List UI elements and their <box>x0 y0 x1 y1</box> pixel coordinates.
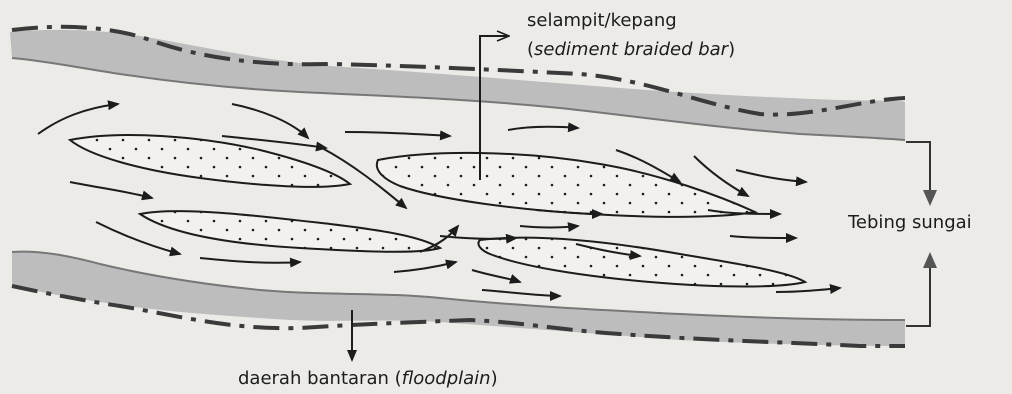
top-river-bank <box>10 30 905 140</box>
braided-bar-2-dots <box>140 211 440 252</box>
arrow-icon <box>70 182 152 198</box>
river-bank-label: Tebing sungai <box>848 212 972 234</box>
floodplain-label: daerah bantaran (floodplain) <box>238 368 498 390</box>
arrow-icon <box>232 104 308 138</box>
arrow-icon <box>508 127 578 130</box>
arrow-icon <box>776 288 840 292</box>
floodplain-close-paren: ) <box>491 368 498 389</box>
braided-bar-close-paren: ) <box>728 39 735 60</box>
braided-bar-4-dots <box>478 238 805 287</box>
arrow-icon <box>38 104 118 134</box>
arrow-icon <box>736 170 806 182</box>
arrow-icon <box>472 270 520 282</box>
arrow-icon <box>730 236 796 238</box>
arrow-icon <box>520 226 578 228</box>
arrow-icon <box>200 258 300 263</box>
braided-bar-label: selampit/kepang <box>527 10 677 32</box>
braided-bar-english-label: (sediment braided bar) <box>527 39 735 61</box>
braided-bar-open-paren: ( <box>527 39 534 60</box>
braided-bar-1-dots <box>70 135 350 187</box>
floodplain-prefix: daerah bantaran ( <box>238 368 402 389</box>
floodplain-english-term: floodplain <box>402 368 491 389</box>
river-bank-callout <box>906 142 930 326</box>
arrow-icon <box>394 262 456 272</box>
braided-bar-3-dots <box>377 153 755 217</box>
arrow-icon <box>482 290 560 296</box>
arrow-icon <box>345 132 450 136</box>
braided-bar-english-term: sediment braided bar <box>534 39 728 60</box>
